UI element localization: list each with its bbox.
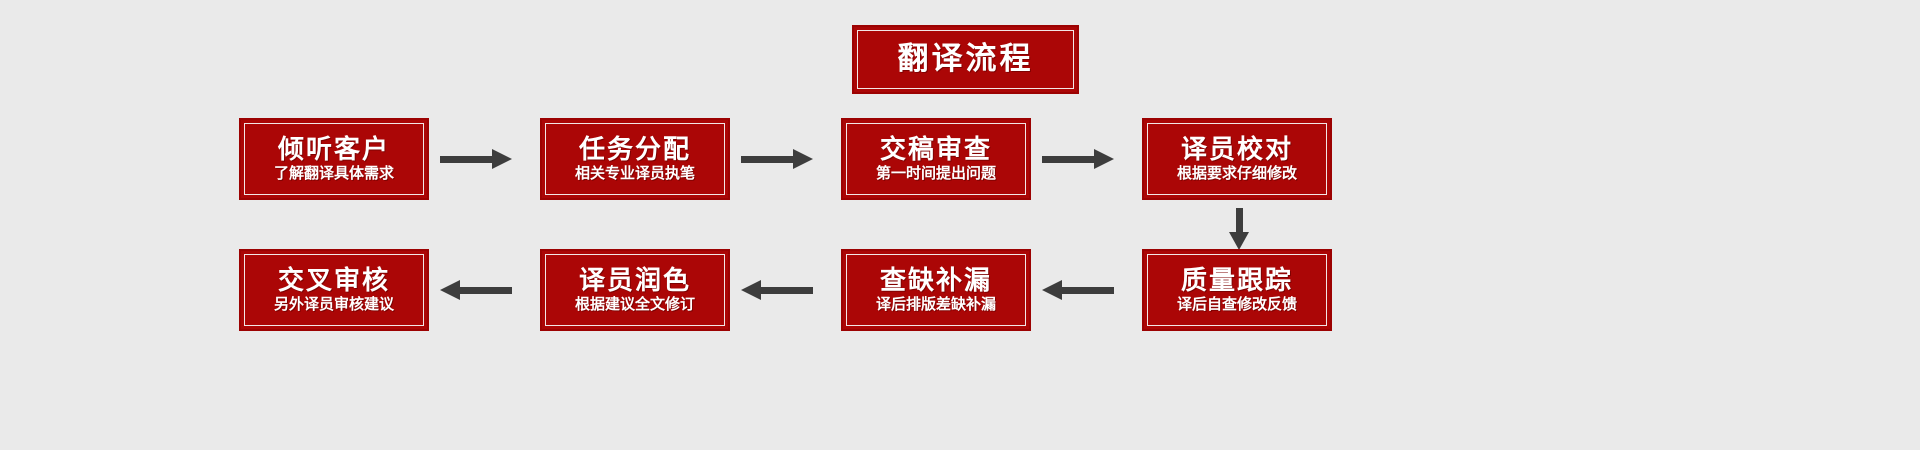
step-box-4-inner: 译员校对 根据要求仔细修改 bbox=[1147, 123, 1327, 195]
arrow-shaft bbox=[1060, 287, 1114, 294]
step-1-title: 倾听客户 bbox=[277, 135, 390, 165]
step-box-1[interactable]: 倾听客户 了解翻译具体需求 bbox=[239, 118, 429, 200]
arrow-shaft bbox=[759, 287, 813, 294]
diagram-title-box: 翻译流程 bbox=[852, 25, 1079, 94]
arrow-head bbox=[492, 149, 512, 169]
arrow-shaft bbox=[1236, 208, 1243, 234]
step-4-subtitle: 根据要求仔细修改 bbox=[1176, 164, 1297, 182]
step-box-6[interactable]: 查缺补漏 译后排版差缺补漏 bbox=[841, 249, 1031, 331]
step-1-subtitle: 了解翻译具体需求 bbox=[273, 164, 394, 182]
step-box-4[interactable]: 译员校对 根据要求仔细修改 bbox=[1142, 118, 1332, 200]
arrow-left-icon-2 bbox=[741, 279, 813, 301]
arrow-head bbox=[440, 280, 460, 300]
arrow-head bbox=[1229, 232, 1249, 250]
step-box-8-inner: 交叉审核 另外译员审核建议 bbox=[244, 254, 424, 326]
arrow-head bbox=[741, 280, 761, 300]
step-7-subtitle: 根据建议全文修订 bbox=[574, 295, 695, 313]
step-box-8[interactable]: 交叉审核 另外译员审核建议 bbox=[239, 249, 429, 331]
step-box-3[interactable]: 交稿审查 第一时间提出问题 bbox=[841, 118, 1031, 200]
step-4-title: 译员校对 bbox=[1180, 135, 1293, 165]
diagram-title-text: 翻译流程 bbox=[897, 41, 1034, 77]
step-box-6-inner: 查缺补漏 译后排版差缺补漏 bbox=[846, 254, 1026, 326]
step-box-3-inner: 交稿审查 第一时间提出问题 bbox=[846, 123, 1026, 195]
arrow-right-icon-3 bbox=[1042, 148, 1114, 170]
arrow-head bbox=[793, 149, 813, 169]
step-box-2-inner: 任务分配 相关专业译员执笔 bbox=[545, 123, 725, 195]
arrow-left-icon-3 bbox=[440, 279, 512, 301]
step-box-2[interactable]: 任务分配 相关专业译员执笔 bbox=[540, 118, 730, 200]
arrow-head bbox=[1042, 280, 1062, 300]
arrow-shaft bbox=[440, 156, 494, 163]
step-5-title: 质量跟踪 bbox=[1180, 266, 1293, 296]
arrow-right-icon-1 bbox=[440, 148, 512, 170]
step-box-7-inner: 译员润色 根据建议全文修订 bbox=[545, 254, 725, 326]
arrow-left-icon-1 bbox=[1042, 279, 1114, 301]
arrow-shaft bbox=[1042, 156, 1096, 163]
step-3-subtitle: 第一时间提出问题 bbox=[875, 164, 996, 182]
arrow-head bbox=[1094, 149, 1114, 169]
arrow-right-icon-2 bbox=[741, 148, 813, 170]
step-5-subtitle: 译后自查修改反馈 bbox=[1176, 295, 1297, 313]
step-7-title: 译员润色 bbox=[578, 266, 691, 296]
arrow-down-icon-1 bbox=[1228, 208, 1250, 250]
step-6-subtitle: 译后排版差缺补漏 bbox=[875, 295, 996, 313]
step-8-subtitle: 另外译员审核建议 bbox=[273, 295, 394, 313]
arrow-shaft bbox=[458, 287, 512, 294]
step-box-1-inner: 倾听客户 了解翻译具体需求 bbox=[244, 123, 424, 195]
arrow-shaft bbox=[741, 156, 795, 163]
step-6-title: 查缺补漏 bbox=[879, 266, 992, 296]
step-3-title: 交稿审查 bbox=[879, 135, 992, 165]
step-box-5[interactable]: 质量跟踪 译后自查修改反馈 bbox=[1142, 249, 1332, 331]
step-2-title: 任务分配 bbox=[578, 135, 691, 165]
step-8-title: 交叉审核 bbox=[277, 266, 390, 296]
step-box-7[interactable]: 译员润色 根据建议全文修订 bbox=[540, 249, 730, 331]
step-2-subtitle: 相关专业译员执笔 bbox=[574, 164, 695, 182]
diagram-title-inner: 翻译流程 bbox=[857, 30, 1074, 89]
step-box-5-inner: 质量跟踪 译后自查修改反馈 bbox=[1147, 254, 1327, 326]
